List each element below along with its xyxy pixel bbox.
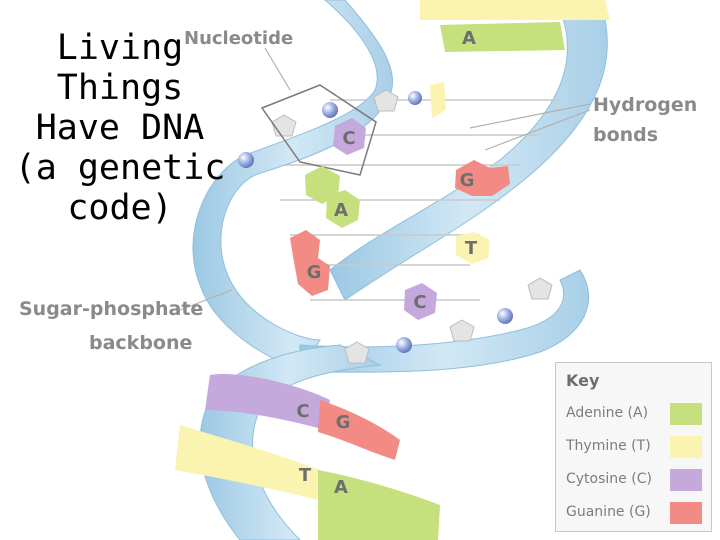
base-shape-top-yellow <box>430 82 446 118</box>
hydrogen-bonds-label-line1: Hydrogen <box>593 94 698 116</box>
legend-swatch <box>670 502 702 524</box>
legend-item-guanine: Guanine (G) <box>566 502 706 528</box>
label-leader-lines <box>179 47 591 311</box>
title-line-5: code) <box>67 188 173 228</box>
legend-item-thymine: Thymine (T) <box>566 436 706 462</box>
base-letter-g1: G <box>460 170 475 191</box>
base-letter-g2: G <box>307 262 322 283</box>
base-shape-a-green <box>305 166 340 204</box>
base-letter-a3: A <box>334 477 348 498</box>
base-bar-thymine-lower <box>175 425 320 500</box>
legend-swatch <box>670 403 702 425</box>
legend-key: Key Adenine (A) Thymine (T) Cytosine (C)… <box>555 362 712 532</box>
title-line-1: Living <box>56 28 184 68</box>
base-bar-adenine-lower <box>318 470 440 540</box>
hydrogen-bonds-label-line2: bonds <box>593 124 659 146</box>
base-shape-t1 <box>456 232 490 264</box>
base-bar-adenine-top <box>440 22 565 52</box>
legend-label: Cytosine (C) <box>566 471 652 487</box>
base-letter-a2: A <box>334 200 348 221</box>
sugar-phosphate-label-line1: Sugar-phosphate <box>19 298 204 320</box>
title-line-2: Things <box>56 68 184 108</box>
slide-title: Living Things Have DNA (a genetic code) <box>0 28 240 228</box>
base-bar-cytosine-lower <box>205 374 330 430</box>
base-letter-c2: C <box>413 292 426 313</box>
legend-label: Guanine (G) <box>566 504 651 520</box>
legend-label: Thymine (T) <box>566 438 651 454</box>
legend-label: Adenine (A) <box>566 405 649 421</box>
base-shape-g2 <box>290 230 330 296</box>
nucleotide-label: Nucleotide <box>184 28 294 49</box>
legend-item-cytosine: Cytosine (C) <box>566 469 706 495</box>
base-letter-t1: T <box>465 238 478 259</box>
title-line-4: (a genetic <box>14 148 226 188</box>
phosphate-groups <box>238 91 513 353</box>
base-bar-guanine-lower <box>318 400 400 460</box>
base-letter-c1: C <box>342 128 355 149</box>
base-shape-a2 <box>326 190 360 228</box>
legend-item-adenine: Adenine (A) <box>566 403 706 429</box>
title-line-3: Have DNA <box>35 108 205 148</box>
base-letter-t2: T <box>299 465 312 486</box>
base-shape-c1 <box>333 118 366 155</box>
base-bar-thymine-top <box>420 0 610 20</box>
legend-swatch <box>670 469 702 491</box>
base-shape-g1 <box>455 160 510 196</box>
legend-title: Key <box>566 371 600 390</box>
base-letter-a1: A <box>462 28 476 49</box>
nucleotide-outline <box>260 84 377 176</box>
base-letter-g3: G <box>336 412 351 433</box>
sugar-phosphate-label-line2: backbone <box>89 332 193 354</box>
base-shape-c2 <box>404 283 437 320</box>
legend-swatch <box>670 436 702 458</box>
base-letter-c3: C <box>296 401 309 422</box>
backbone-ribbon-lower-right <box>299 269 590 373</box>
